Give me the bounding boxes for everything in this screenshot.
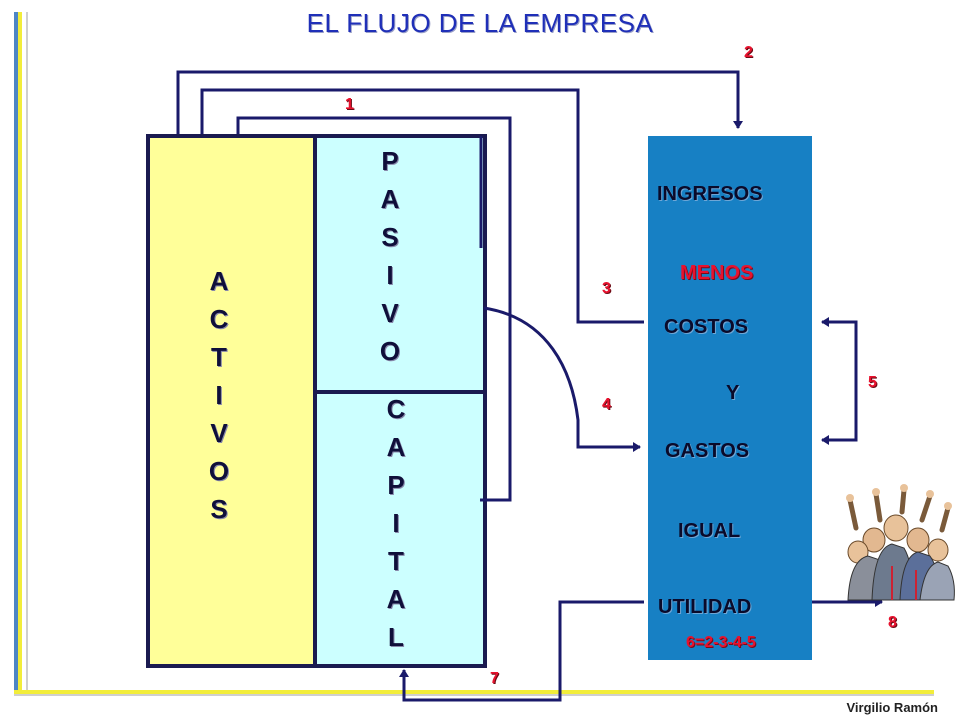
- activos-letter: A: [209, 266, 229, 296]
- pasivo-letter: A: [380, 184, 400, 214]
- income-statement-box: [648, 136, 812, 660]
- flow-number-4: 4: [602, 396, 611, 413]
- flow-number-3: 3: [602, 280, 611, 297]
- frame-left-border: [14, 12, 22, 694]
- activos-label: A C T I V O S: [199, 262, 239, 528]
- capital-box: [313, 390, 487, 668]
- page-title: EL FLUJO DE LA EMPRESA: [306, 8, 654, 38]
- igual-label: IGUAL: [678, 520, 741, 542]
- flow-line-5: [821, 320, 858, 445]
- utilidad-label: UTILIDAD: [658, 596, 752, 618]
- capital-label: C A P I T A L: [376, 390, 416, 656]
- activos-letter: O: [208, 456, 230, 486]
- flow-line-3: [200, 88, 644, 324]
- pasivo-letter: V: [381, 298, 399, 328]
- capital-letter: A: [386, 432, 406, 462]
- costos-label: COSTOS: [664, 316, 749, 338]
- pasivo-letter: I: [386, 260, 394, 290]
- y-label: Y: [726, 382, 740, 404]
- activos-letter: S: [210, 494, 228, 524]
- flow-line-1: [236, 116, 512, 502]
- ingresos-label: INGRESOS: [657, 183, 763, 205]
- flow-number-8: 8: [888, 614, 897, 631]
- activos-letter: I: [215, 380, 223, 410]
- activos-letter: T: [211, 342, 227, 372]
- author-credit: Virgilio Ramón: [846, 700, 939, 715]
- capital-letter: T: [388, 546, 404, 576]
- pasivo-letter: P: [381, 146, 399, 176]
- flow-line-2: [176, 70, 743, 134]
- capital-letter: C: [386, 394, 406, 424]
- capital-letter: I: [392, 508, 400, 538]
- gastos-label: GASTOS: [665, 440, 750, 462]
- activos-letter: V: [210, 418, 228, 448]
- pasivo-letter: O: [379, 336, 401, 366]
- activos-box: [146, 134, 320, 668]
- capital-letter: P: [387, 470, 405, 500]
- activos-letter: C: [209, 304, 229, 334]
- formula-label: 6=2-3-4-5: [686, 634, 756, 651]
- pasivo-label: P A S I V O: [370, 142, 410, 370]
- flow-line-7: [399, 600, 644, 702]
- people-illustration: [846, 484, 955, 601]
- flow-number-2: 2: [744, 44, 753, 61]
- frame-left-shadow: [26, 12, 28, 694]
- flow-line-4: [483, 306, 641, 452]
- capital-letter: A: [386, 584, 406, 614]
- pasivo-letter: S: [381, 222, 399, 252]
- capital-letter: L: [388, 622, 404, 652]
- frame-bottom-border: [14, 690, 934, 696]
- flow-number-5: 5: [868, 374, 877, 391]
- flow-number-7: 7: [490, 670, 499, 687]
- flow-number-1: 1: [345, 96, 354, 113]
- menos-label: MENOS: [680, 262, 754, 284]
